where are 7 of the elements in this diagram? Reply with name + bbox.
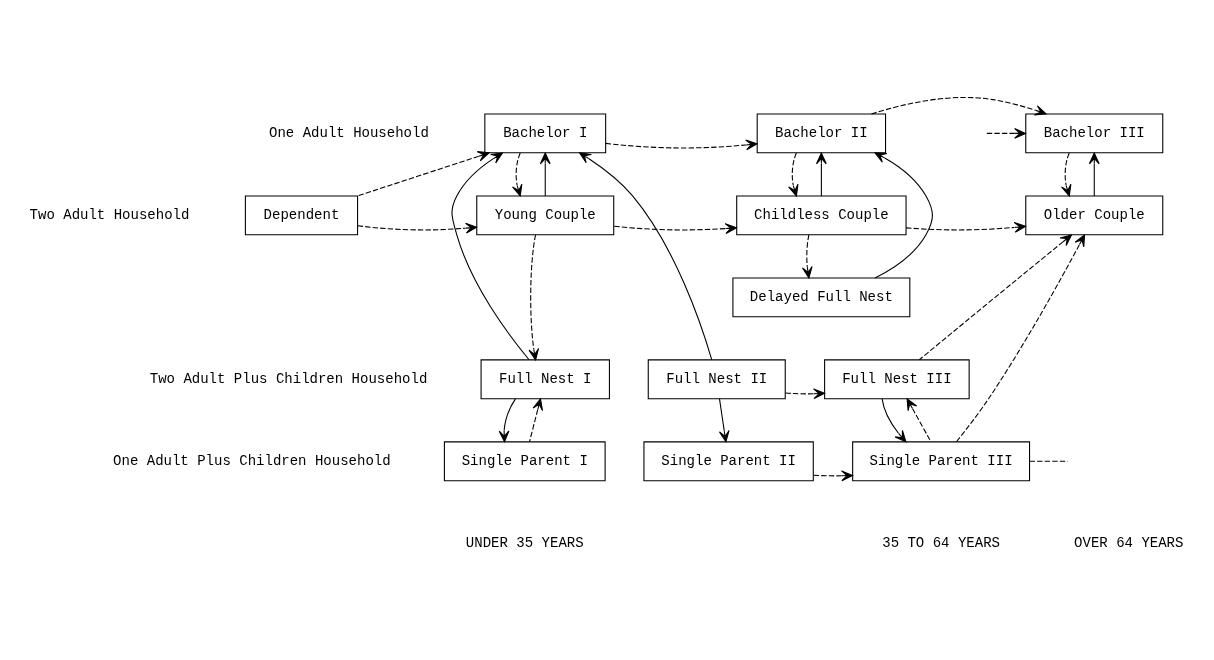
label: One Adult Household bbox=[269, 125, 429, 142]
label: Two Adult Household bbox=[29, 207, 190, 224]
label: Two Adult Plus Children Household bbox=[149, 370, 428, 387]
label: One Adult Plus Children Household bbox=[113, 452, 391, 469]
label: 35 TO 64 YEARS bbox=[882, 534, 1000, 551]
label: UNDER 35 YEARS bbox=[465, 534, 584, 551]
label: OVER 64 YEARS bbox=[1074, 534, 1184, 551]
